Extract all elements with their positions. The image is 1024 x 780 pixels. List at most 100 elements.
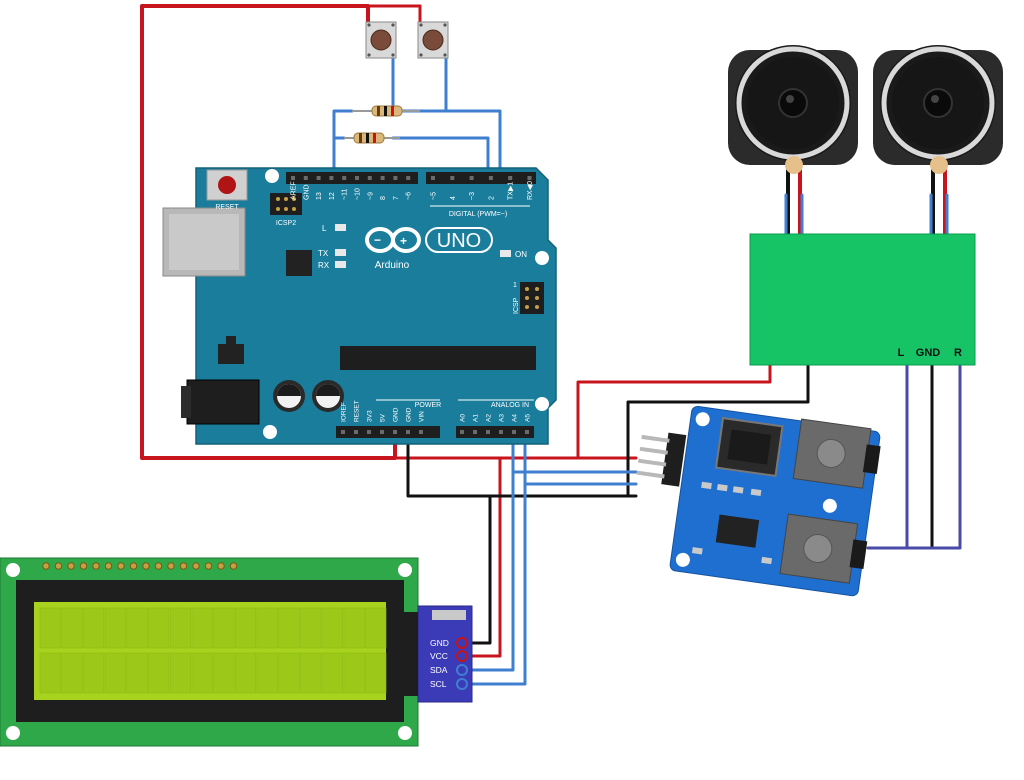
lcd-header-pins xyxy=(42,562,238,570)
wire-5v-main xyxy=(140,4,397,460)
wire-button-2b xyxy=(391,136,490,180)
mount-hole xyxy=(535,251,549,265)
lcd-header-pin xyxy=(54,562,63,570)
led-tx-label: TX xyxy=(318,249,329,258)
led-on xyxy=(500,250,511,257)
lcd-character-cell xyxy=(213,607,235,649)
lcd-header-pin xyxy=(217,562,225,570)
wire-5v-lcd xyxy=(460,456,502,658)
amp-pin-l: L xyxy=(898,347,905,359)
resistor-2 xyxy=(344,132,400,144)
lcd-header-pin xyxy=(192,562,200,570)
header-pin xyxy=(419,430,423,434)
reset-label: RESET xyxy=(215,204,239,211)
lcd-character-cell xyxy=(83,652,105,694)
icsp2-label: ICSP2 xyxy=(276,220,296,227)
analog-pin-label: A1 xyxy=(473,414,480,422)
lcd-character-cell xyxy=(321,652,343,694)
lcd-character-cell xyxy=(300,607,322,649)
capacitor-1 xyxy=(273,380,305,412)
lcd-16x2 xyxy=(0,557,419,747)
mount-hole xyxy=(263,425,277,439)
digital-pin-label: 7 xyxy=(393,196,400,200)
lcd-character-cell xyxy=(61,652,83,694)
header-pin xyxy=(367,176,372,180)
mount-hole xyxy=(265,169,279,183)
mount-hole xyxy=(535,397,549,411)
lcd-header-pin xyxy=(92,562,100,570)
led-rx-label: RX xyxy=(318,261,330,270)
wire-gnd-main xyxy=(406,430,638,498)
header-pin xyxy=(380,176,385,180)
lcd-character-cell xyxy=(256,607,278,649)
digital-label: DIGITAL (PWM=~) xyxy=(449,211,507,218)
icsp2-header xyxy=(270,193,302,215)
lcd-character-cell xyxy=(104,652,126,694)
digital-pin-label: 12 xyxy=(329,192,336,200)
usb-chip xyxy=(286,250,312,276)
lcd-character-cell xyxy=(191,607,213,649)
header-pin xyxy=(508,176,513,180)
header-pin xyxy=(355,176,359,180)
power-pin-label: VIN xyxy=(419,411,426,422)
analog-pin-label: A5 xyxy=(525,414,532,422)
analog-pins xyxy=(460,430,529,434)
lcd-character-cell xyxy=(235,607,257,649)
capacitor-2 xyxy=(312,380,344,412)
pushbutton-2 xyxy=(417,21,449,59)
header-pin xyxy=(473,430,477,434)
analog-label: ANALOG IN xyxy=(491,402,529,409)
header-pin xyxy=(329,176,334,180)
fm-header xyxy=(661,432,687,487)
led-l-label: L xyxy=(322,224,327,233)
lcd-character-cells xyxy=(39,607,387,694)
header-pin xyxy=(393,176,398,180)
header-pin xyxy=(431,176,435,180)
lcd-character-cell xyxy=(213,652,235,694)
digital-pin-label: ~3 xyxy=(469,192,476,200)
digital-pin-label: ~5 xyxy=(431,192,438,200)
power-pin-label: IOREF xyxy=(341,402,348,422)
lcd-character-cell xyxy=(278,607,300,649)
uno-badge xyxy=(425,227,493,253)
header-pin xyxy=(341,430,345,434)
i2c-pin-label: GND xyxy=(430,638,449,648)
lcd-header-pin xyxy=(204,562,213,570)
lcd-character-cell xyxy=(256,652,278,694)
wire-audio-r xyxy=(905,363,962,550)
arduino-brand: Arduino xyxy=(375,260,410,271)
power-pin-label: 5V xyxy=(380,413,387,422)
lcd-character-cell xyxy=(169,652,191,694)
lcd-character-cell xyxy=(278,652,300,694)
atmega-chip xyxy=(340,346,536,370)
power-pin-label: 3V3 xyxy=(367,410,374,422)
digital-header-1 xyxy=(286,172,418,184)
header-pin xyxy=(525,430,529,434)
power-pin-label: RESET xyxy=(354,400,361,422)
speaker-right xyxy=(873,45,1003,174)
wire-gnd-buttons-2 xyxy=(332,109,354,140)
i2c-pin-label: VCC xyxy=(430,651,448,661)
regulator xyxy=(218,344,244,364)
header-pin xyxy=(527,176,532,180)
wire-scl xyxy=(460,430,527,686)
analog-pin-label: A4 xyxy=(512,414,519,422)
header-pin xyxy=(469,176,474,180)
logo-minus: − xyxy=(374,233,381,247)
digital-pin-label: TX▶1 xyxy=(508,182,515,200)
digital-pin-label: AREF xyxy=(291,181,298,200)
amp-pin-r: R xyxy=(954,347,962,359)
header-pin xyxy=(488,176,493,180)
lcd-header-pin xyxy=(167,562,175,570)
power-header xyxy=(336,426,440,438)
header-pin xyxy=(460,430,464,434)
audio-jack-bottom xyxy=(779,513,868,584)
lcd-header-pin xyxy=(229,562,238,570)
lcd-character-cell xyxy=(148,652,170,694)
header-pin xyxy=(512,430,516,434)
digital-pin-label: 4 xyxy=(450,196,457,200)
